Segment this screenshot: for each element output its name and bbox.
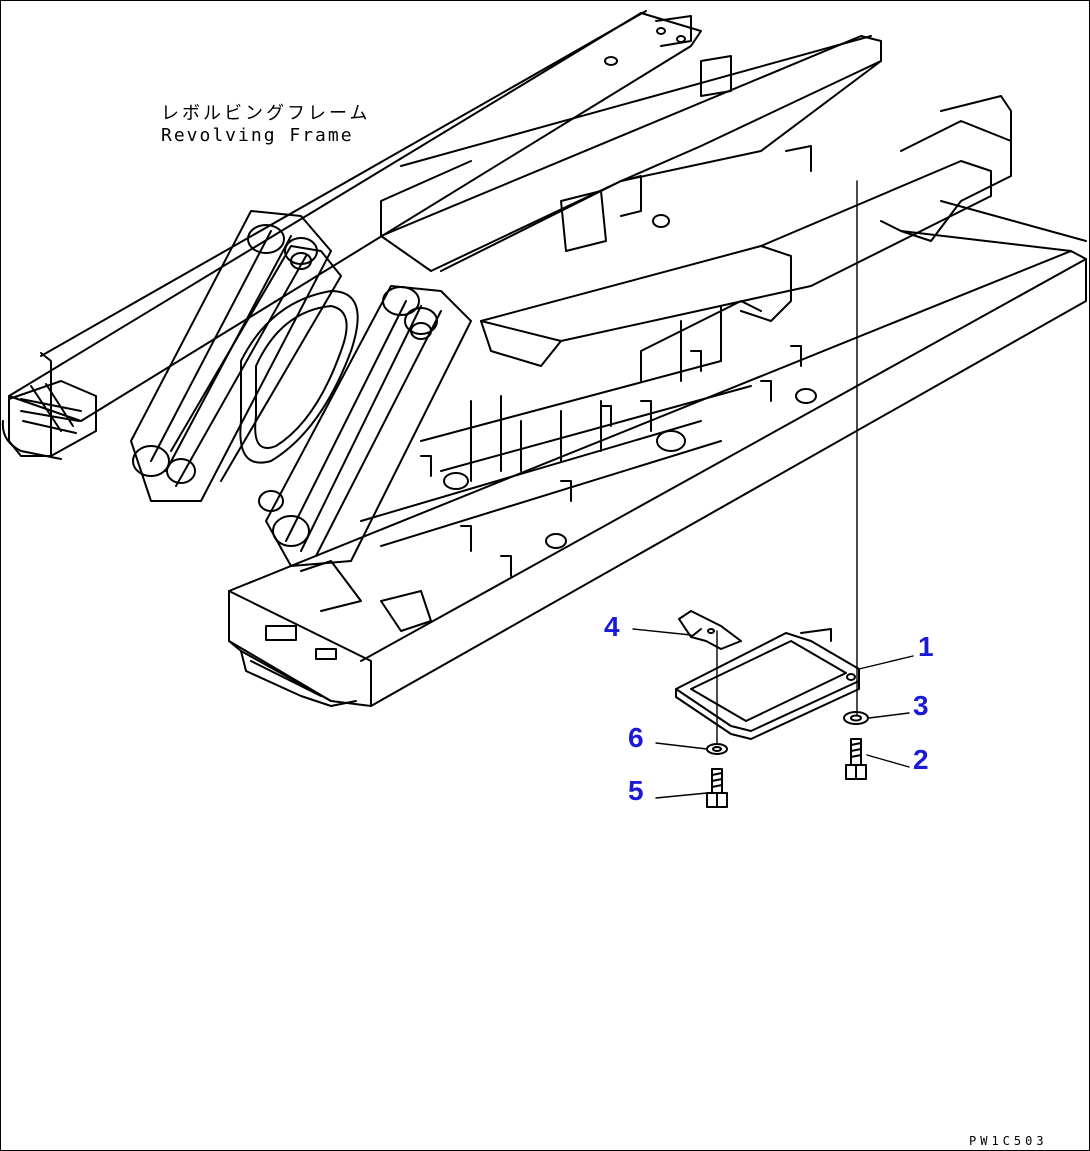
callout-2: 2 — [913, 744, 929, 775]
cover-plate — [675, 628, 860, 740]
callout-4: 4 — [604, 611, 620, 642]
frame-label-english: Revolving Frame — [161, 125, 354, 146]
leader-3 — [868, 712, 910, 719]
revolving-frame — [1, 10, 1087, 707]
assembly-center-lines — [716, 180, 858, 744]
leader-2 — [866, 754, 910, 768]
callout-1: 1 — [918, 631, 934, 662]
leader-5 — [655, 792, 708, 799]
washer-part-3 — [843, 711, 869, 725]
bracket-part-4 — [678, 610, 742, 650]
leader-1 — [858, 655, 914, 670]
callout-3: 3 — [913, 690, 929, 721]
bolt-part-2 — [845, 738, 867, 780]
bolt-part-5 — [706, 768, 728, 808]
drawing-code: PW1C503 — [969, 1134, 1048, 1148]
leader-6 — [655, 742, 708, 750]
washer-part-6 — [706, 743, 728, 755]
leader-4 — [632, 628, 692, 636]
callout-leaders — [632, 628, 914, 799]
callout-5: 5 — [628, 775, 644, 806]
callout-6: 6 — [628, 722, 644, 753]
frame-label-japanese: レボルビングフレーム — [161, 103, 371, 124]
